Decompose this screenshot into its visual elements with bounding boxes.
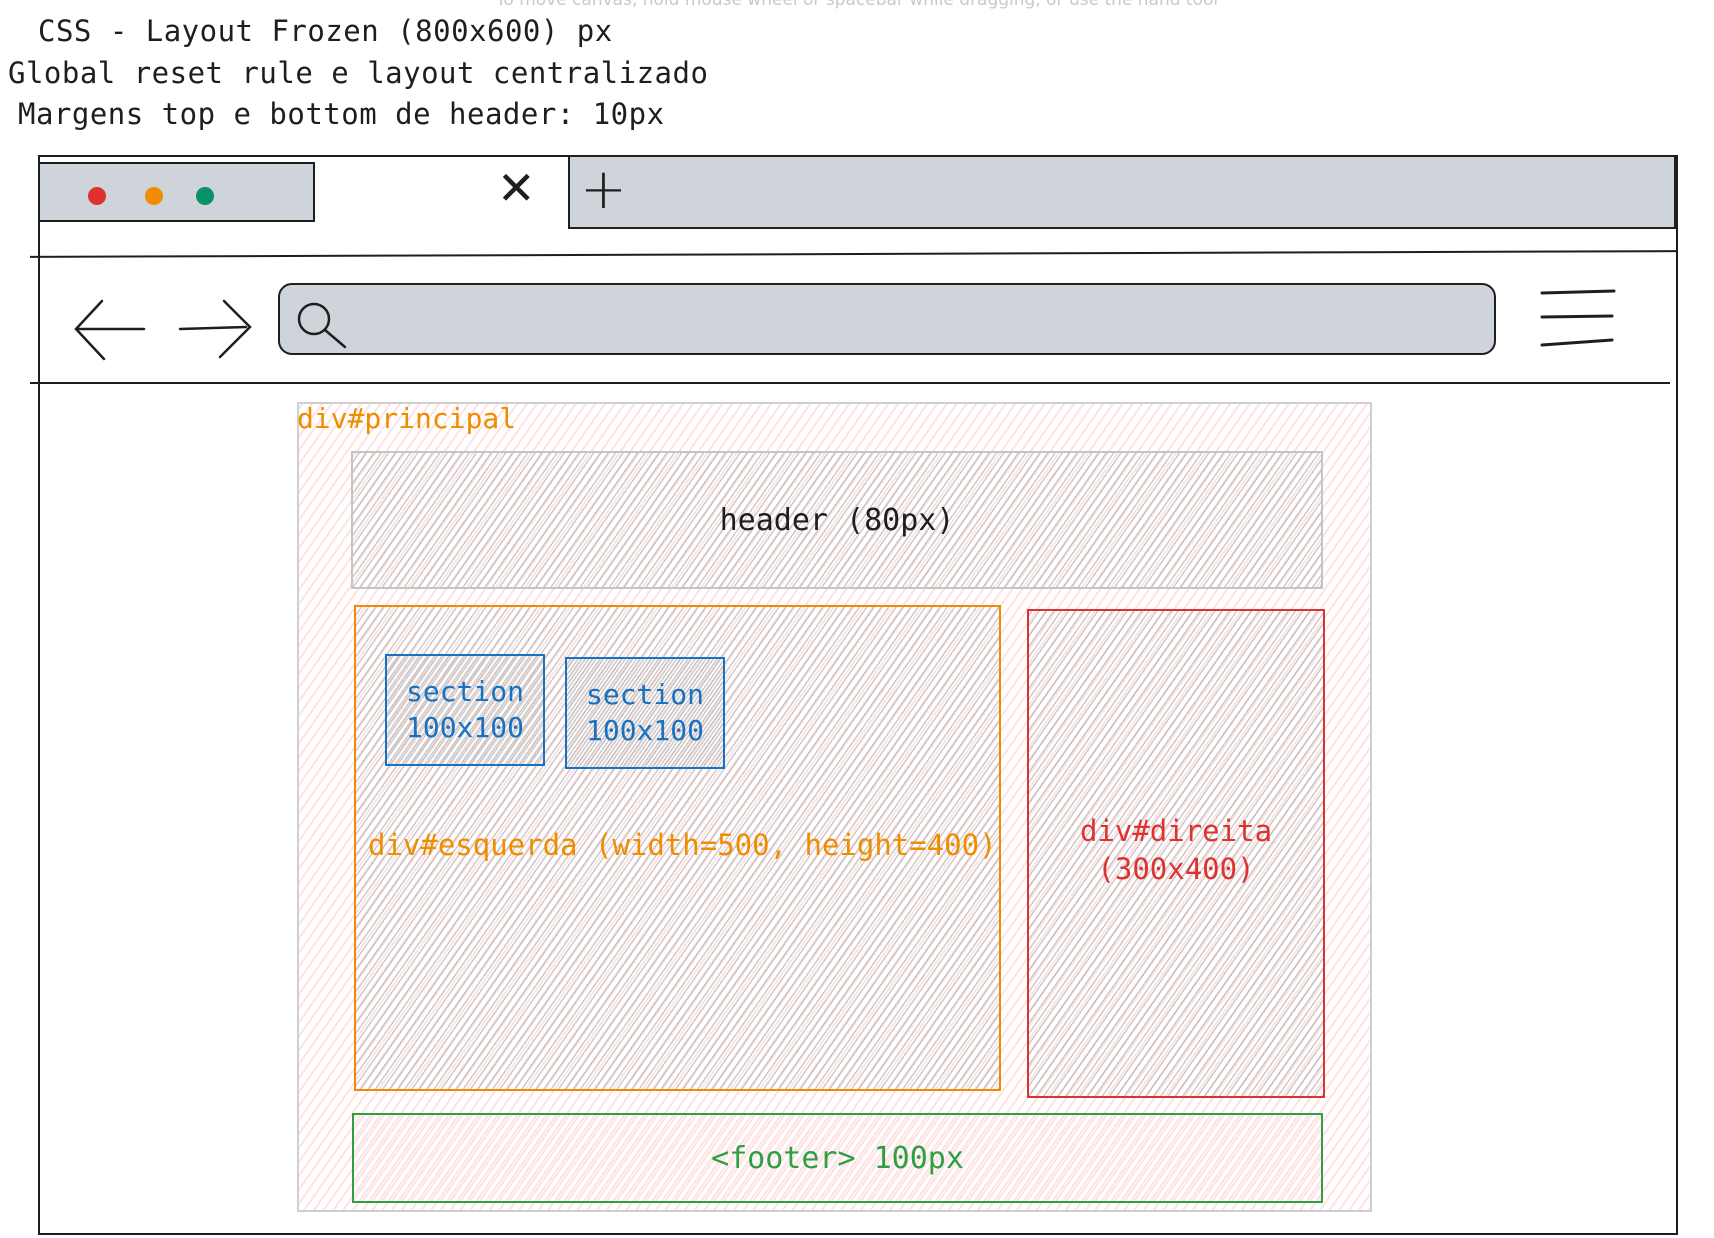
maximize-window-dot-icon[interactable] [196,187,214,205]
new-tab-icon[interactable]: + [580,157,627,222]
minimize-window-dot-icon[interactable] [145,187,163,205]
header-box: header (80px) [351,451,1323,589]
footer-box: <footer> 100px [352,1113,1323,1203]
section-box: section 100x100 [385,654,545,766]
toolbar-divider-bottom [30,382,1670,384]
tab-strip [568,155,1676,229]
window-controls-bar [38,162,315,222]
direita-label: div#direita (300x400) [1027,813,1325,888]
note-title: CSS - Layout Frozen (800x600) px [38,14,613,48]
header-label: header (80px) [719,502,955,538]
address-bar[interactable] [278,283,1496,355]
note-reset: Global reset rule e layout centralizado [8,56,709,90]
direita-size-label: (300x400) [1097,851,1255,886]
direita-name-label: div#direita [1079,814,1273,848]
close-window-dot-icon[interactable] [88,187,106,205]
section-box: section 100x100 [565,657,725,769]
canvas-hint: To move canvas, hold mouse wheel or spac… [495,0,1219,10]
tab-close-icon[interactable]: ✕ [497,161,536,215]
section-label: section [405,674,524,708]
principal-label: div#principal [297,402,517,435]
forward-arrow-icon[interactable] [176,295,256,365]
back-arrow-icon[interactable] [72,295,152,365]
note-margins: Margens top e bottom de header: 10px [18,97,665,131]
search-icon [297,302,347,349]
section-label: section [585,677,704,711]
esquerda-label: div#esquerda (width=500, height=400) [368,828,997,862]
menu-icon[interactable] [1538,285,1618,355]
direita-box [1027,609,1325,1098]
section-size-label: 100x100 [585,714,704,747]
section-size-label: 100x100 [405,711,524,744]
footer-label: <footer> 100px [711,1140,964,1176]
